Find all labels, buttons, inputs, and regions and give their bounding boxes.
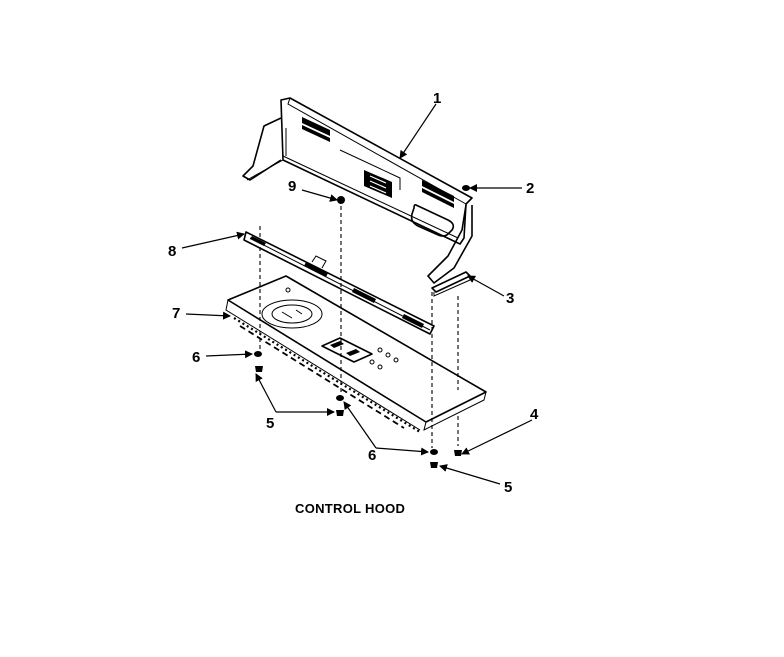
callout-labels: 1 2 3 4 5 5 6 6 7 8 9: [168, 90, 539, 496]
callout-4: 4: [530, 406, 539, 423]
leader-lines: [181, 103, 533, 485]
callout-6-right: 6: [368, 447, 376, 464]
callout-2: 2: [526, 180, 534, 197]
diagram-caption: CONTROL HOOD: [295, 501, 405, 516]
callout-1: 1: [433, 90, 441, 107]
callout-5-right: 5: [504, 479, 512, 496]
callout-3: 3: [506, 290, 514, 307]
callout-7: 7: [172, 305, 180, 322]
callout-6-left: 6: [192, 349, 200, 366]
callout-8: 8: [168, 243, 176, 260]
callout-9: 9: [288, 178, 296, 195]
part-9-screw: [337, 196, 345, 204]
part-4-screw: [454, 450, 462, 456]
part-8-bracket: [243, 231, 435, 335]
part-3-bracket: [431, 271, 471, 297]
part-1-back-panel: [242, 97, 473, 284]
part-7-control-panel: [225, 275, 487, 433]
part-5-screws: [255, 366, 438, 468]
part-6-nuts: [254, 351, 438, 455]
assembly-guide-lines: [259, 206, 459, 448]
callout-5-left: 5: [266, 415, 274, 432]
part-2-screw: [462, 185, 470, 191]
